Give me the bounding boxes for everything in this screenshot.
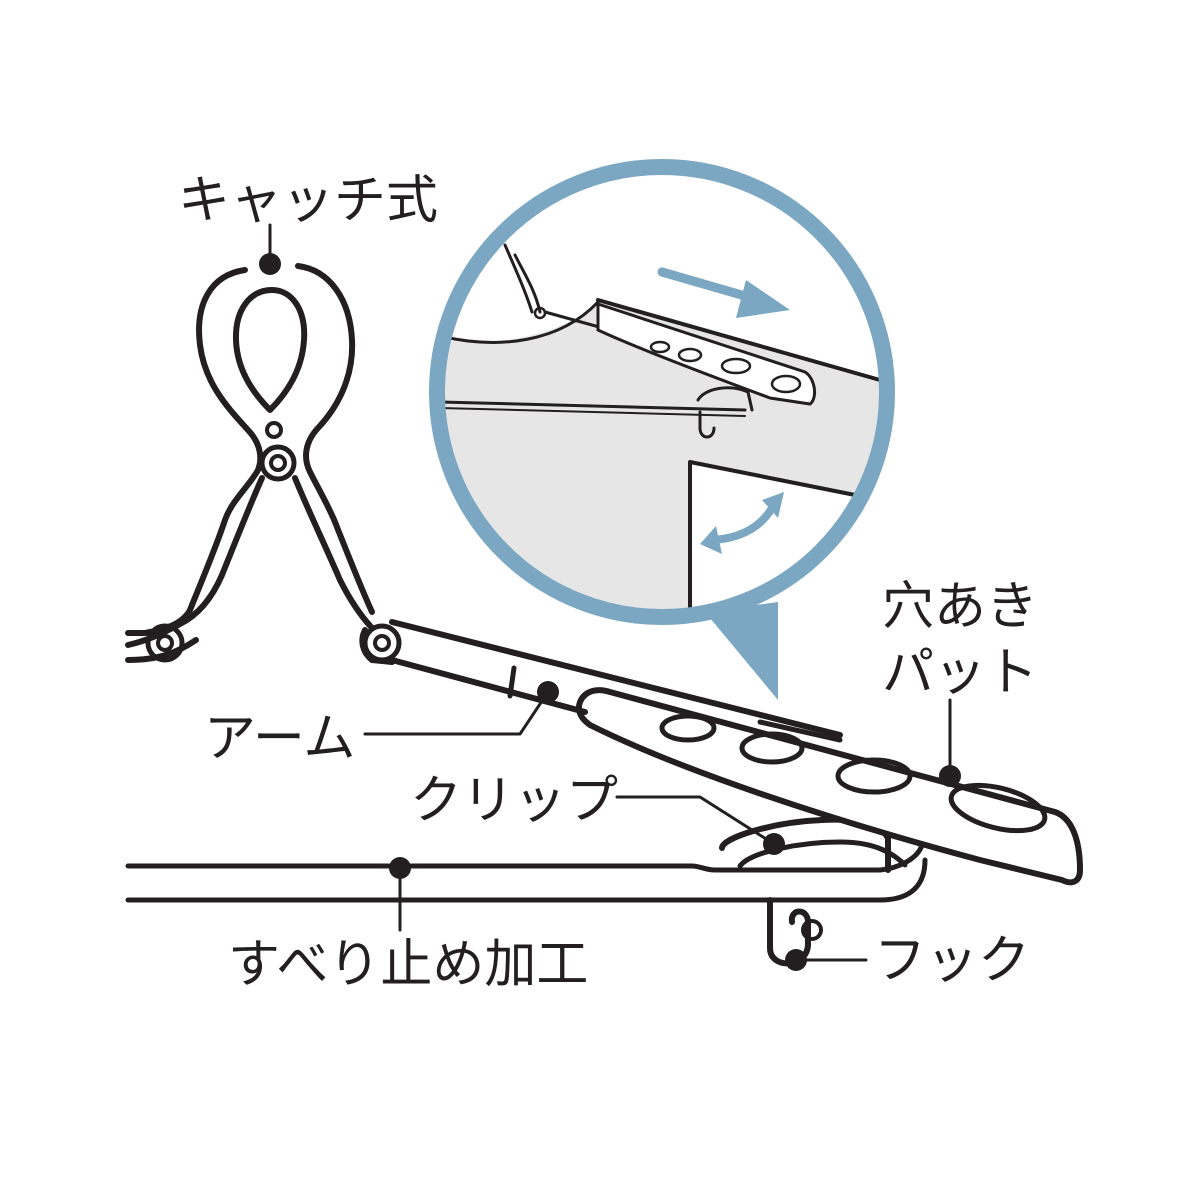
- inset-pointer: [705, 602, 778, 700]
- leader-hook: [785, 949, 868, 971]
- catch-clamp: [125, 263, 402, 665]
- hook: [767, 897, 811, 967]
- label-nonslip: すべり止め加工: [228, 935, 588, 995]
- slide-arrow: [657, 267, 790, 318]
- label-arm: アーム: [204, 709, 355, 769]
- swing-arrow: [700, 492, 784, 554]
- leader-catch: [259, 223, 281, 275]
- perforated-pad: [575, 687, 1083, 886]
- leader-clip: [615, 795, 785, 855]
- label-clip: クリップ: [410, 771, 618, 831]
- inset-pad: [596, 301, 817, 406]
- label-pad-line2: パット: [882, 643, 1038, 703]
- label-catch: キャッチ式: [178, 171, 438, 231]
- label-hook: フック: [874, 931, 1030, 991]
- arm: [389, 619, 843, 743]
- leader-arm: [363, 681, 559, 736]
- leader-nonslip: [389, 857, 411, 932]
- detail-inset: [429, 159, 895, 700]
- leader-pad: [939, 698, 961, 787]
- label-pad-line1: 穴あき: [882, 577, 1038, 637]
